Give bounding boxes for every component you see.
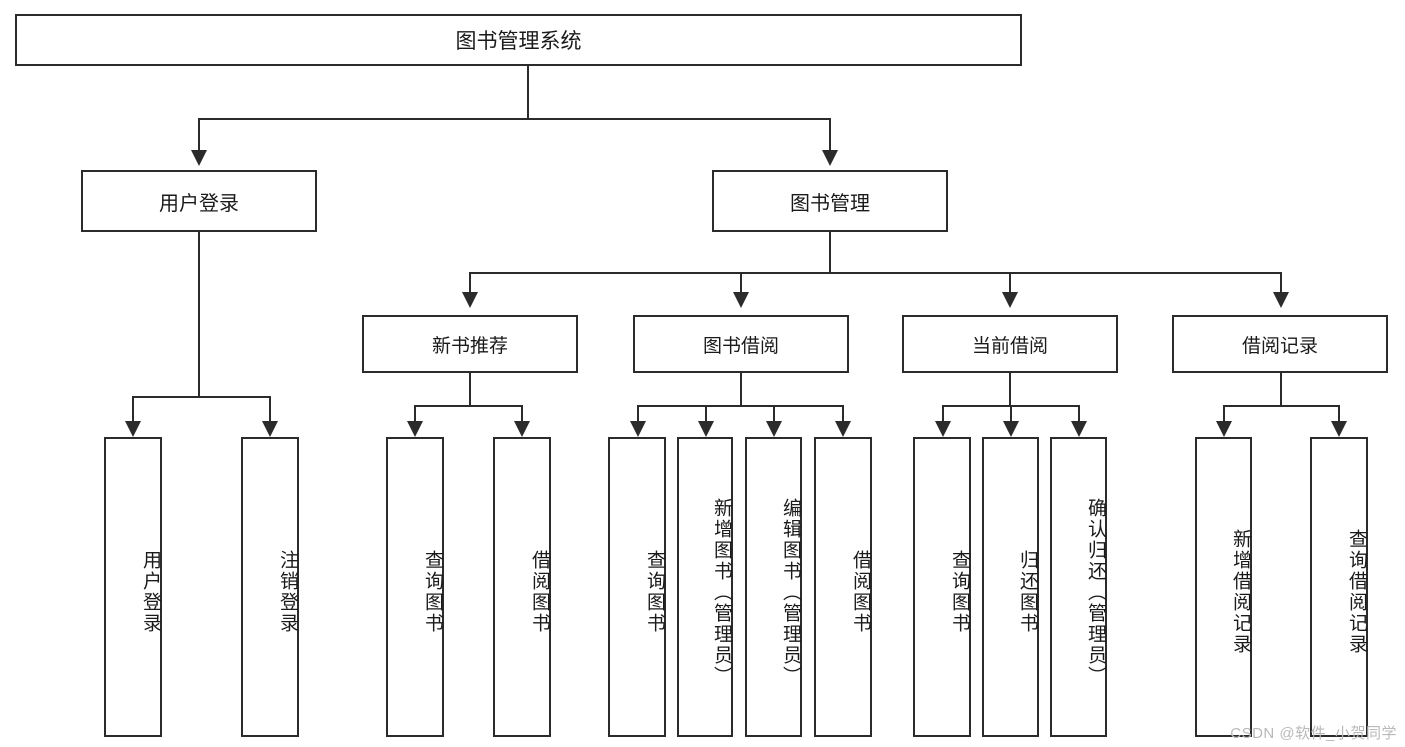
node-root-library-management-system[interactable]: 图书管理系统 [15,14,1022,66]
node-label: 图书管理系统 [455,30,582,53]
edge-br-to-leaf-2 [1338,405,1340,422]
leaf-query-book-new-recommend[interactable]: 查询图书 [386,437,444,737]
edge-book-borrow-stem [740,373,742,405]
edge-bb-to-leaf-2 [705,405,707,422]
leaf-return-book[interactable]: 归还图书 [982,437,1039,737]
edge-new-book-stem [469,373,471,405]
node-new-book-recommend[interactable]: 新书推荐 [362,315,578,373]
node-book-management[interactable]: 图书管理 [712,170,948,232]
edge-user-login-to-leaf-1 [132,396,134,422]
leaf-label: 查询借阅记录 [1346,529,1367,655]
edge-bb-to-leaf-3 [773,405,775,422]
edge-new-book-bus [414,405,522,407]
arrow-to-leaf-confirm-return [1071,421,1087,437]
edge-bb-to-leaf-4 [842,405,844,422]
edge-root-stem [527,66,529,118]
leaf-query-book-current[interactable]: 查询图书 [913,437,971,737]
edge-cb-to-leaf-3 [1078,405,1080,422]
edge-cb-to-leaf-2 [1010,405,1012,422]
leaf-label: 借阅图书 [529,550,550,634]
leaf-user-login[interactable]: 用户登录 [104,437,162,737]
leaf-query-book-borrow[interactable]: 查询图书 [608,437,666,737]
arrow-to-book-management [822,150,838,166]
leaf-label: 编辑图书（管理员） [780,497,801,687]
leaf-edit-book-admin[interactable]: 编辑图书（管理员） [745,437,802,737]
leaf-borrow-book-borrow[interactable]: 借阅图书 [814,437,872,737]
edge-new-book-to-leaf-2 [521,405,523,422]
leaf-logout[interactable]: 注销登录 [241,437,299,737]
arrow-to-leaf-query-borrow-record [1331,421,1347,437]
edge-root-to-user-login [198,118,200,150]
node-label: 用户登录 [159,192,239,215]
arrow-to-current-borrow [1002,292,1018,308]
edge-book-management-stem [829,232,831,272]
leaf-label: 用户登录 [140,550,161,634]
edge-user-login-stem [198,232,200,396]
arrow-to-leaf-edit-book [766,421,782,437]
node-label: 当前借阅 [971,335,1048,357]
leaf-confirm-return-admin[interactable]: 确认归还（管理员） [1050,437,1107,737]
arrow-to-leaf-query-book-a [407,421,423,437]
edge-bm-to-borrow-record [1280,272,1282,294]
leaf-add-book-admin[interactable]: 新增图书（管理员） [677,437,733,737]
arrow-to-leaf-borrow-book-b [835,421,851,437]
leaf-label: 查询图书 [949,550,970,634]
arrow-to-leaf-user-login [125,421,141,437]
node-label: 图书借阅 [702,335,779,357]
leaf-label: 注销登录 [277,550,298,634]
edge-book-management-bus [469,272,1281,274]
edge-user-login-to-leaf-2 [269,396,271,422]
node-label: 新书推荐 [431,335,508,357]
leaf-borrow-book-new-recommend[interactable]: 借阅图书 [493,437,551,737]
edge-book-borrow-bus [637,405,843,407]
arrow-to-user-login [191,150,207,166]
edge-new-book-to-leaf-1 [414,405,416,422]
edge-borrow-record-bus [1223,405,1339,407]
arrow-to-leaf-add-book [698,421,714,437]
edge-br-to-leaf-1 [1223,405,1225,422]
edge-bm-to-current-borrow [1009,272,1011,294]
edge-bm-to-book-borrow [740,272,742,294]
arrow-to-new-book-recommend [462,292,478,308]
node-book-borrow[interactable]: 图书借阅 [633,315,849,373]
edge-bb-to-leaf-1 [637,405,639,422]
leaf-label: 查询图书 [422,550,443,634]
node-user-login[interactable]: 用户登录 [81,170,317,232]
leaf-label: 确认归还（管理员） [1085,497,1106,687]
edge-user-login-bus [132,396,270,398]
leaf-add-borrow-record[interactable]: 新增借阅记录 [1195,437,1252,737]
node-label: 借阅记录 [1241,335,1318,357]
edge-current-borrow-stem [1009,373,1011,405]
node-borrow-record[interactable]: 借阅记录 [1172,315,1388,373]
arrow-to-book-borrow [733,292,749,308]
leaf-label: 归还图书 [1017,550,1038,634]
leaf-label: 新增图书（管理员） [711,497,732,687]
arrow-to-leaf-add-borrow-record [1216,421,1232,437]
edge-bm-to-new-book [469,272,471,294]
node-current-borrow[interactable]: 当前借阅 [902,315,1118,373]
leaf-label: 查询图书 [644,550,665,634]
edge-cb-to-leaf-1 [942,405,944,422]
leaf-label: 新增借阅记录 [1230,529,1251,655]
leaf-query-borrow-record[interactable]: 查询借阅记录 [1310,437,1368,737]
edge-borrow-record-stem [1280,373,1282,405]
arrow-to-leaf-query-book-b [630,421,646,437]
arrow-to-leaf-query-book-c [935,421,951,437]
watermark: CSDN @软件_小贺同学 [1230,725,1397,742]
arrow-to-leaf-borrow-book-a [514,421,530,437]
edge-root-bus [198,118,830,120]
node-label: 图书管理 [790,192,870,215]
arrow-to-leaf-logout [262,421,278,437]
edge-root-to-book-management [829,118,831,150]
arrow-to-leaf-return-book [1003,421,1019,437]
arrow-to-borrow-record [1273,292,1289,308]
leaf-label: 借阅图书 [850,550,871,634]
